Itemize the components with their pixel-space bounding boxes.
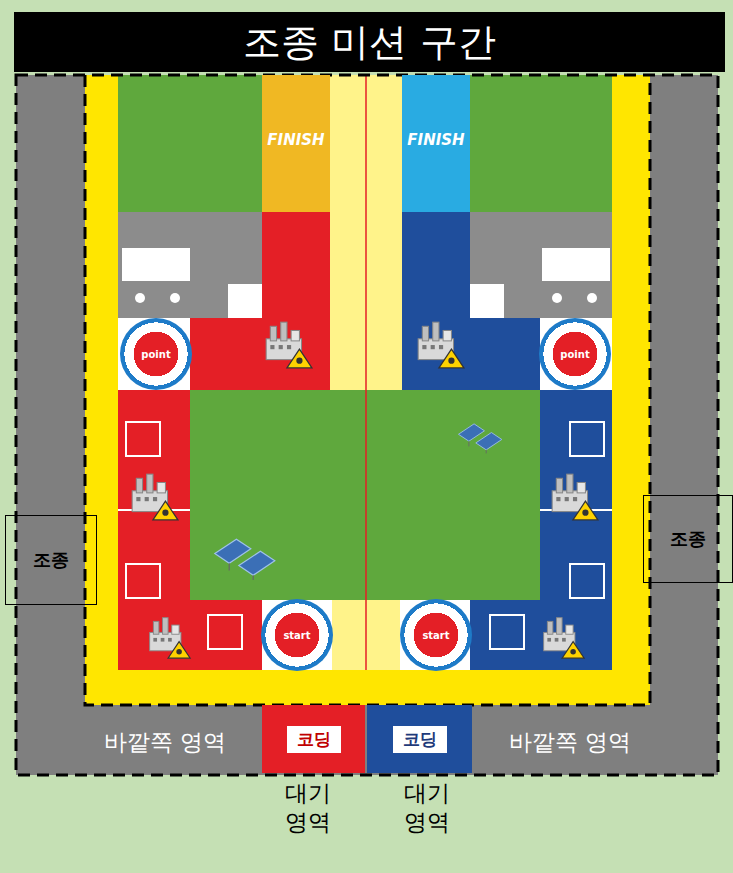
pilot-zone: 조종 (643, 495, 733, 583)
title-text: 조종 미션 구간 (243, 17, 495, 68)
node-label: 조종 (670, 527, 706, 551)
node-label: point (560, 349, 589, 360)
coding-box: 코딩 (367, 705, 472, 773)
start-target: start (400, 599, 472, 671)
start-target: start (261, 599, 333, 671)
point-target: point (120, 318, 192, 390)
area-label: 대기 영역 (397, 779, 457, 837)
area-label: 대기 영역 (278, 779, 338, 837)
title-bar: 조종 미션 구간 (14, 12, 725, 72)
node-label: 조종 (33, 548, 69, 572)
pilot-zone: 조종 (5, 515, 97, 605)
point-target: point (539, 318, 611, 390)
node-label: start (422, 630, 449, 641)
finish-band: FINISH (262, 75, 330, 212)
node-label: FINISH (267, 131, 324, 149)
node-label: FINISH (407, 131, 464, 149)
node-label: point (141, 349, 170, 360)
node-label: 코딩 (287, 726, 341, 753)
area-label: 바깥쪽 영역 (509, 727, 631, 758)
coding-box: 코딩 (262, 705, 365, 773)
node-label: start (283, 630, 310, 641)
node-label: 코딩 (393, 726, 447, 753)
finish-band: FINISH (402, 75, 470, 212)
area-label: 바깥쪽 영역 (104, 727, 226, 758)
